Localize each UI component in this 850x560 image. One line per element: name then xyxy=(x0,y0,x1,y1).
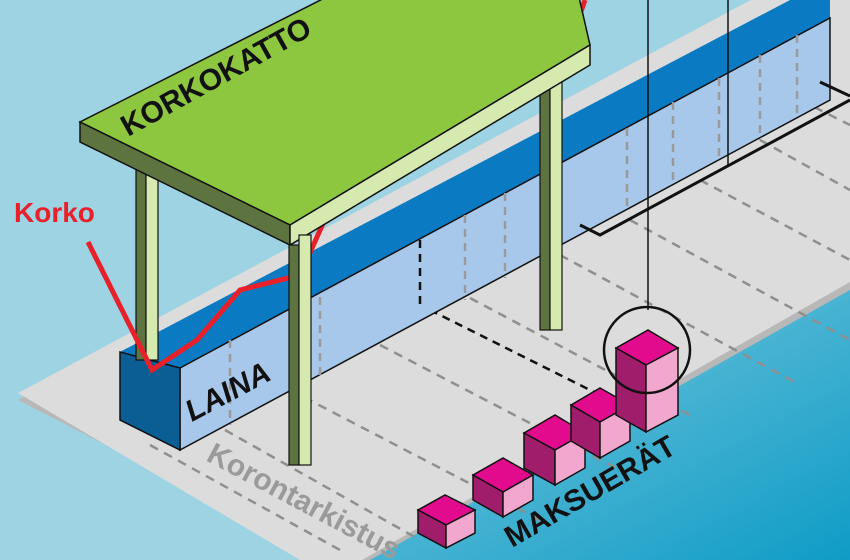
pillar-front xyxy=(288,234,312,466)
reset-marker-line xyxy=(429,308,611,402)
installment-cube-4 xyxy=(569,387,632,460)
installment-cube-3 xyxy=(522,414,587,487)
bracket xyxy=(579,98,850,237)
installment-cube-2 xyxy=(471,457,535,519)
installment-cube-5 xyxy=(614,329,680,434)
pillar-back-left xyxy=(135,169,159,361)
pillar-back-right xyxy=(539,59,563,331)
roof xyxy=(78,0,591,247)
installment-cube-1 xyxy=(416,494,477,550)
rate-label: Korko xyxy=(14,197,95,228)
highlight-circle xyxy=(602,305,692,395)
installment-cubes xyxy=(416,305,692,550)
